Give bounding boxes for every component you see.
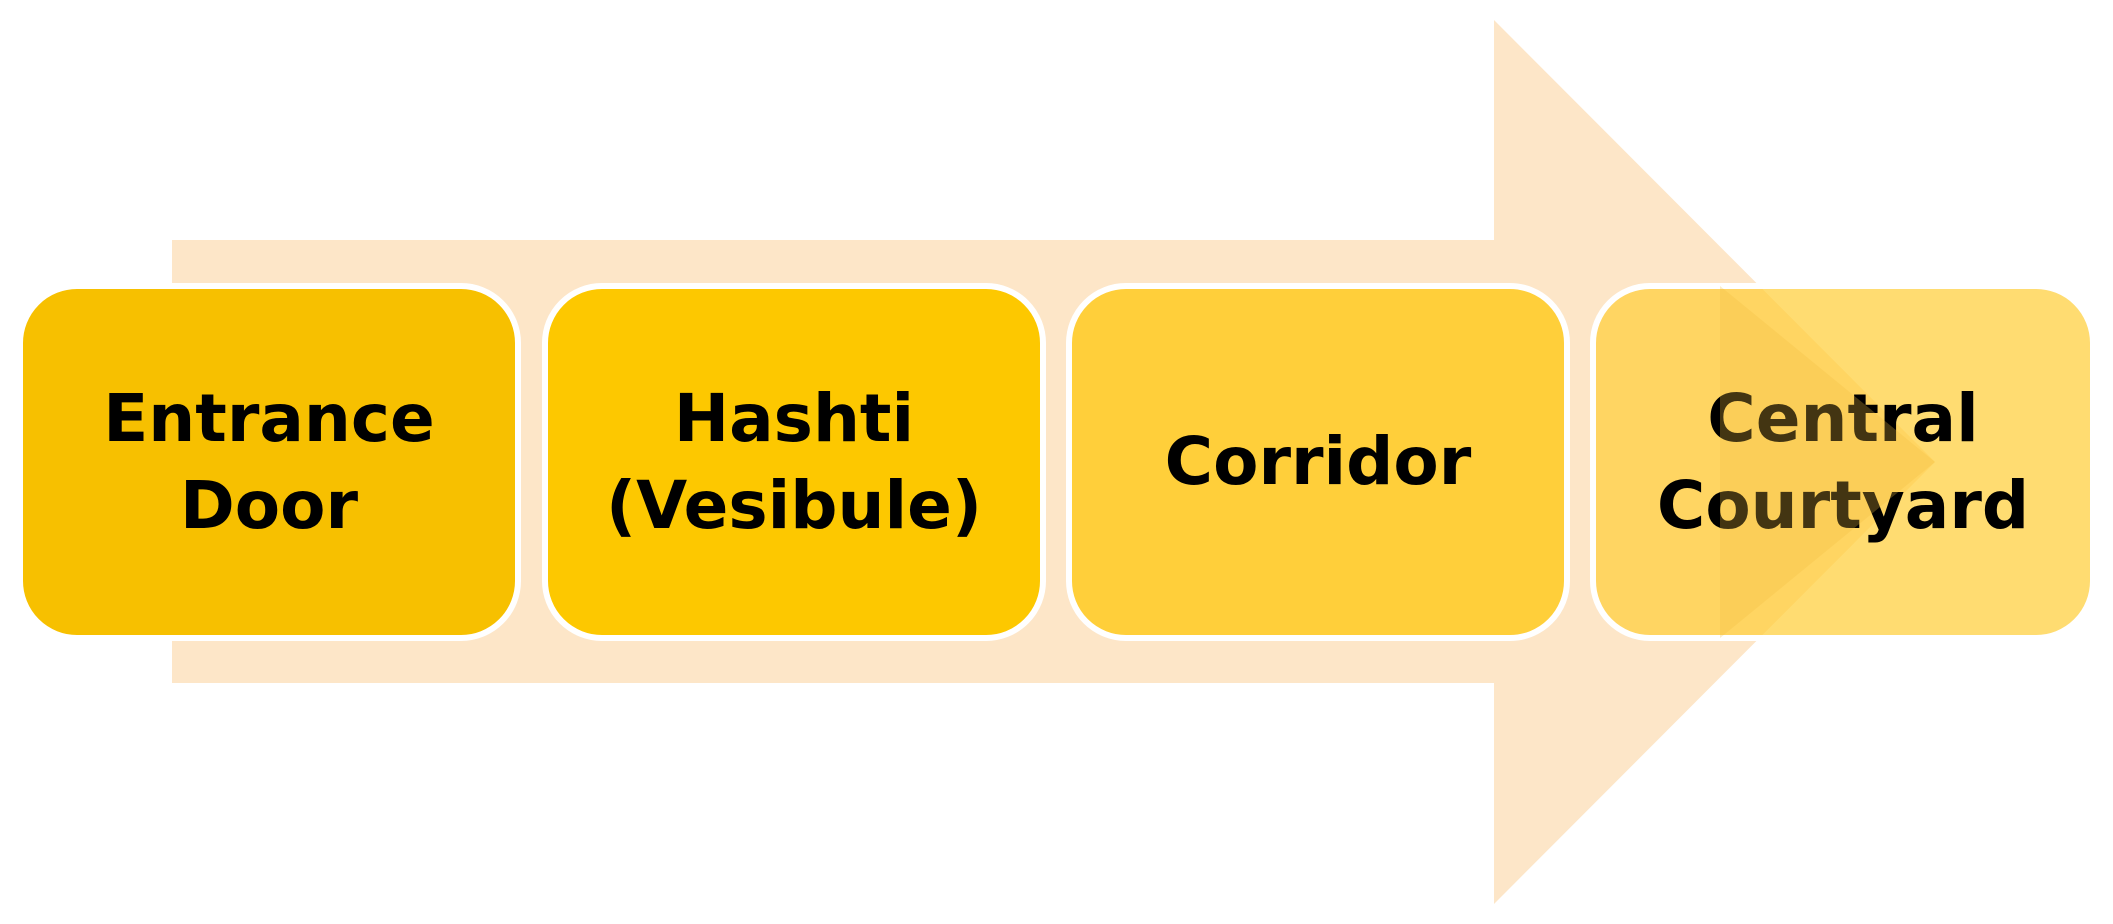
step-hashti-vestibule: Hashti (Vesibule) xyxy=(542,283,1046,641)
step-label: Hashti (Vesibule) xyxy=(605,379,983,544)
flow-arrow-shape xyxy=(172,20,1935,904)
step-entrance-door: Entrance Door xyxy=(17,283,521,641)
step-label: Central Courtyard xyxy=(1656,379,2030,544)
step-label: Entrance Door xyxy=(103,379,435,544)
step-corridor: Corridor xyxy=(1066,283,1570,641)
step-label: Corridor xyxy=(1164,423,1472,501)
step-central-courtyard: Central Courtyard xyxy=(1590,283,2096,641)
